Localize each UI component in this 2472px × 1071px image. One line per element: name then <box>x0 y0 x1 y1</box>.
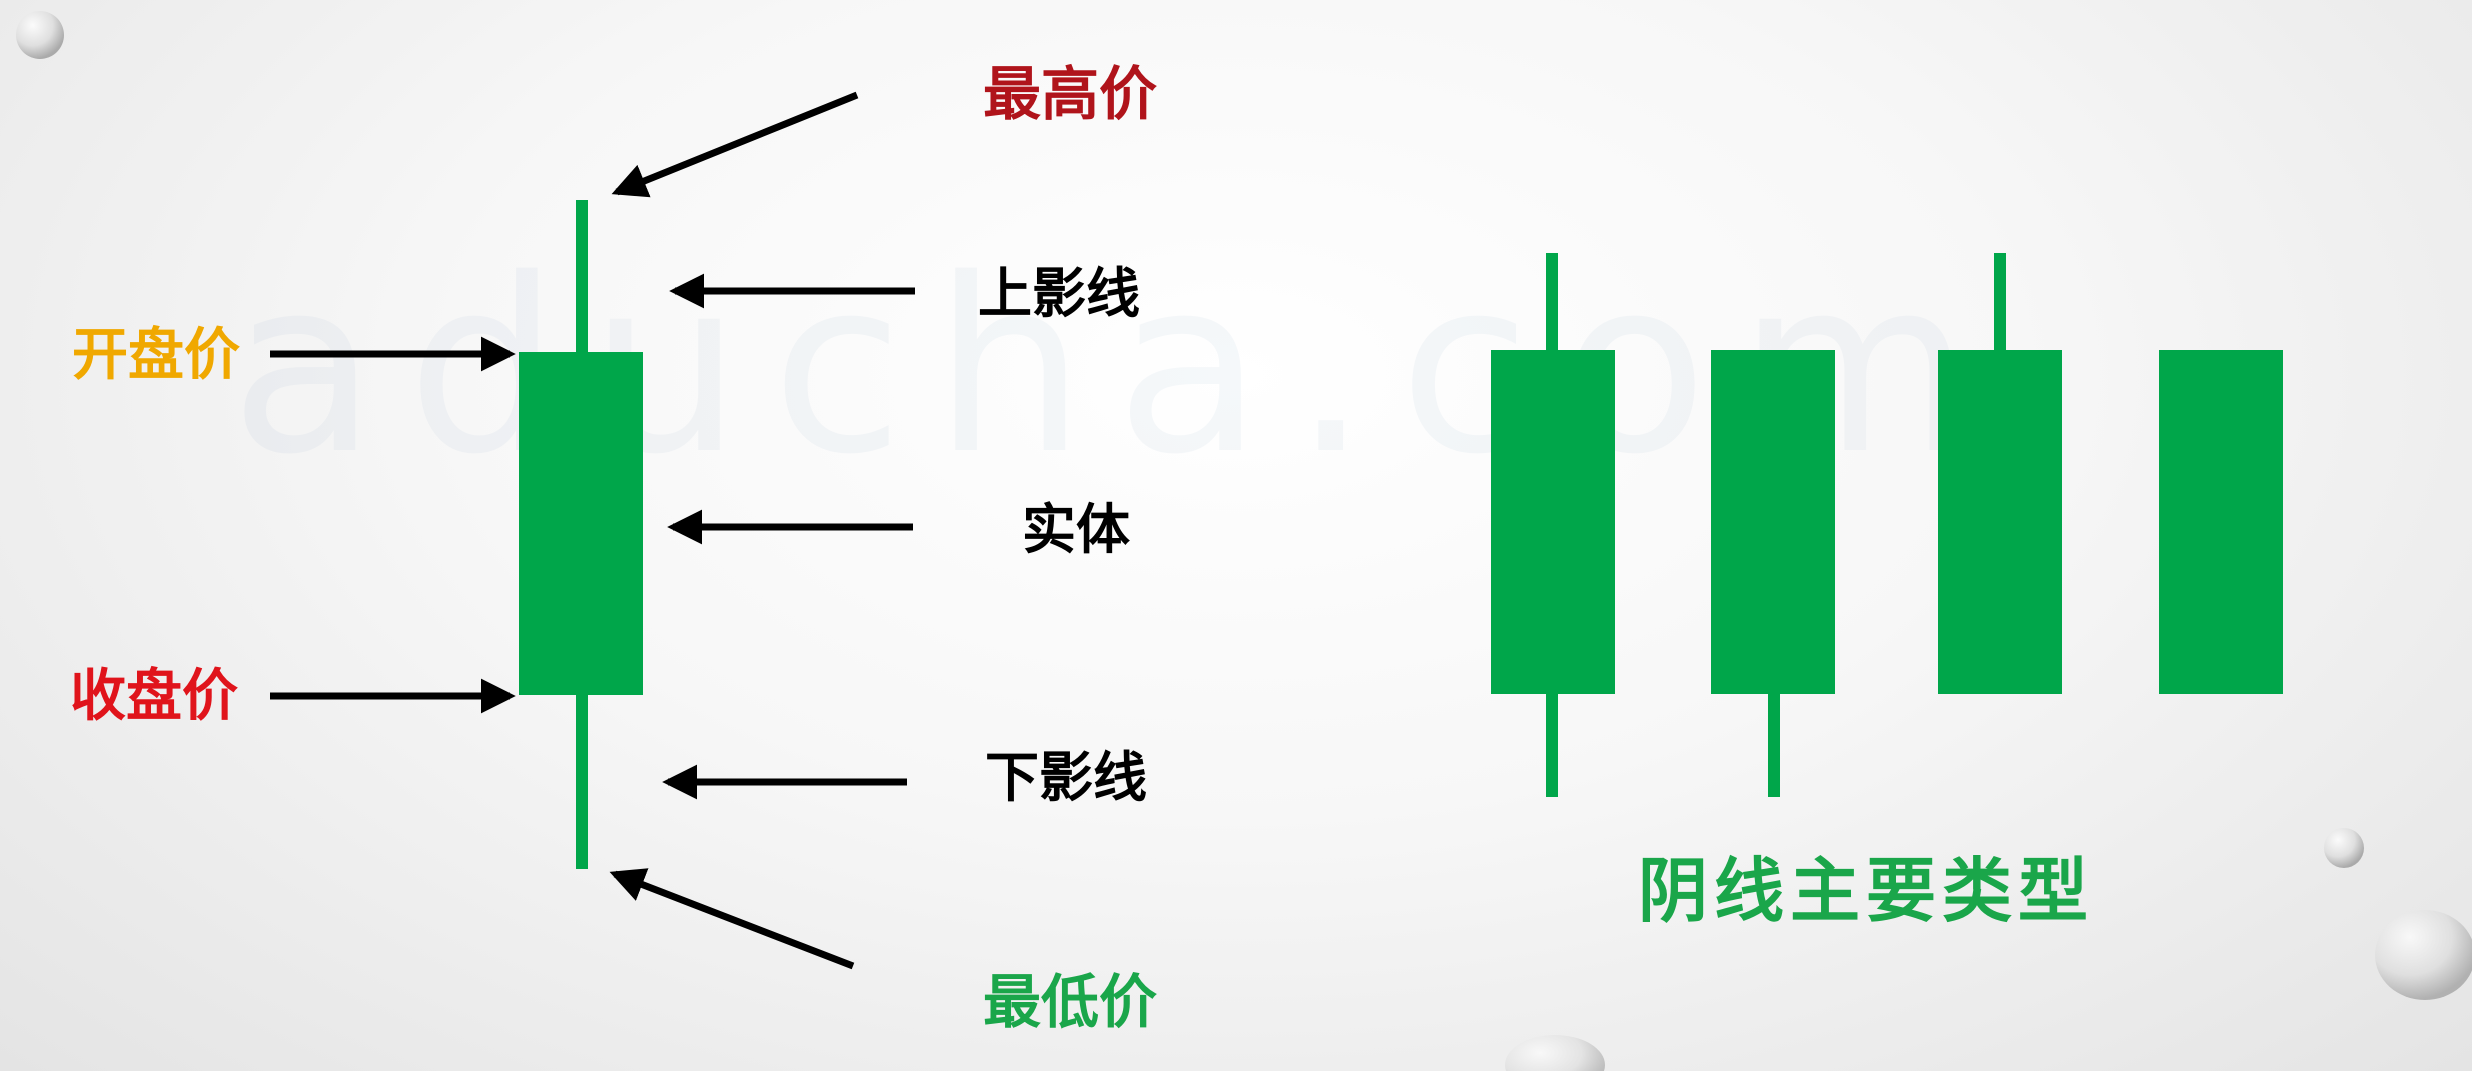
candle-type-2-body <box>1711 350 1835 694</box>
arrow-lowest <box>609 868 855 970</box>
main-candle-lower-shadow <box>576 692 588 869</box>
candle-type-4-body <box>2159 350 2283 694</box>
label-lowest: 最低价 <box>983 968 1157 1036</box>
candle-type-2-lower-shadow <box>1768 690 1780 797</box>
water-drop-decoration <box>2375 910 2472 1000</box>
label-upper-shadow: 上影线 <box>978 262 1140 325</box>
main-candle-upper-shadow <box>576 200 588 355</box>
candle-type-2 <box>1711 350 1835 797</box>
candle-type-1-lower-shadow <box>1546 690 1558 797</box>
water-drop-decoration <box>2324 828 2364 868</box>
label-open: 开盘价 <box>72 323 240 388</box>
water-drop-decoration <box>16 11 64 59</box>
water-drop-decoration <box>1505 1035 1605 1071</box>
annotation-arrows <box>270 91 915 970</box>
candle-type-1-upper-shadow <box>1546 253 1558 353</box>
label-lower-shadow: 下影线 <box>985 746 1147 809</box>
label-close: 收盘价 <box>70 664 238 729</box>
candle-type-3-body <box>1938 350 2062 694</box>
candle-type-3-upper-shadow <box>1994 253 2006 353</box>
candle-types <box>1491 253 2283 797</box>
main-candle-body <box>519 352 643 695</box>
candle-type-1 <box>1491 253 1615 797</box>
main-candle <box>519 200 643 869</box>
label-highest: 最高价 <box>983 60 1157 128</box>
candle-type-3 <box>1938 253 2062 694</box>
candle-type-4 <box>2159 350 2283 694</box>
arrow-highest <box>611 91 859 198</box>
candle-type-1-body <box>1491 350 1615 694</box>
types-caption: 阴线主要类型 <box>1638 850 2094 932</box>
label-body: 实体 <box>1022 498 1130 561</box>
